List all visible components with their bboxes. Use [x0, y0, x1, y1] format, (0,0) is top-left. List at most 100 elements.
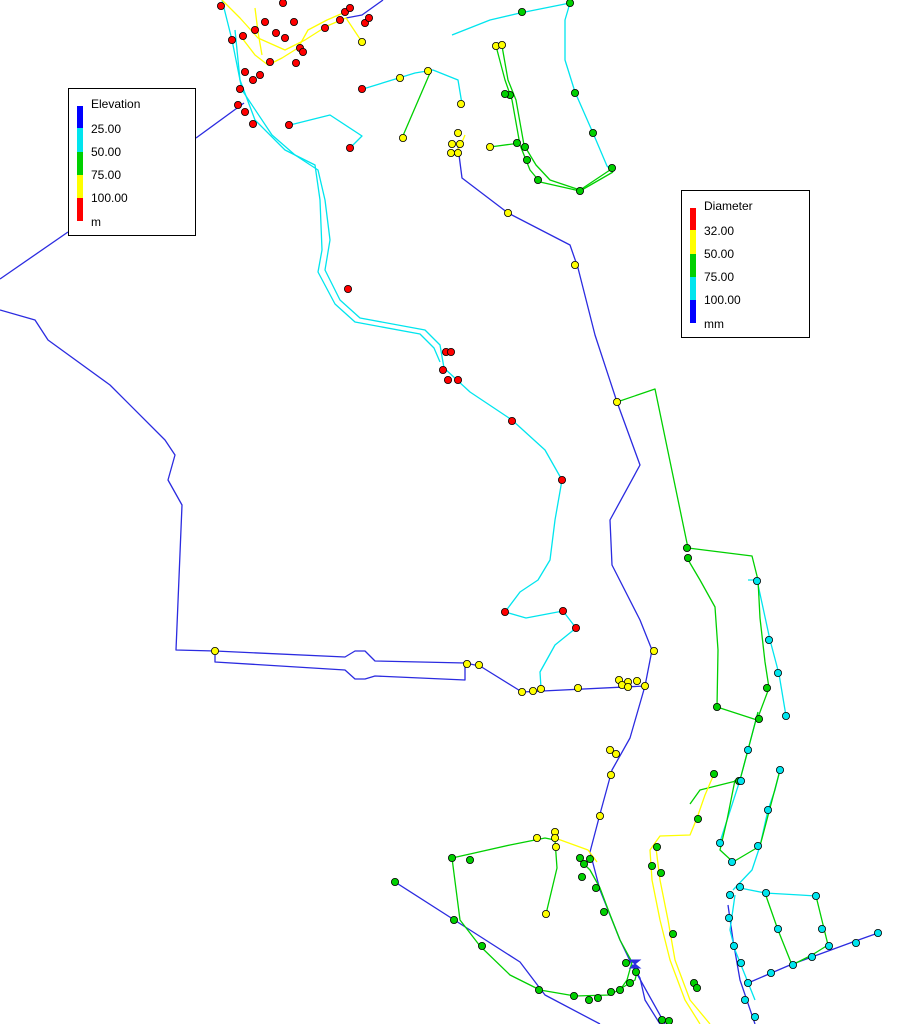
blue-pipe[interactable] — [0, 309, 523, 693]
red-junction-node[interactable] — [438, 365, 447, 374]
yellow-junction-node[interactable] — [474, 661, 483, 670]
cyan-junction-node[interactable] — [737, 959, 746, 968]
cyan-junction-node[interactable] — [751, 1013, 760, 1022]
green-junction-node[interactable] — [518, 7, 527, 16]
yellow-junction-node[interactable] — [453, 128, 462, 137]
yellow-junction-node[interactable] — [542, 910, 551, 919]
green-junction-node[interactable] — [500, 90, 509, 99]
cyan-junction-node[interactable] — [825, 942, 834, 951]
red-junction-node[interactable] — [240, 68, 249, 77]
yellow-junction-node[interactable] — [485, 142, 494, 151]
red-junction-node[interactable] — [248, 76, 257, 85]
green-pipe[interactable] — [616, 388, 770, 721]
cyan-junction-node[interactable] — [812, 892, 821, 901]
green-junction-node[interactable] — [589, 128, 598, 137]
green-pipe[interactable] — [451, 837, 558, 915]
yellow-junction-node[interactable] — [497, 41, 506, 50]
green-junction-node[interactable] — [713, 703, 722, 712]
green-junction-node[interactable] — [763, 684, 772, 693]
yellow-junction-node[interactable] — [551, 834, 560, 843]
red-junction-node[interactable] — [572, 624, 581, 633]
yellow-junction-node[interactable] — [596, 812, 605, 821]
green-junction-node[interactable] — [576, 186, 585, 195]
green-pipe[interactable] — [501, 45, 611, 191]
green-junction-node[interactable] — [578, 873, 587, 882]
cyan-pipe[interactable] — [564, 2, 614, 173]
yellow-junction-node[interactable] — [398, 133, 407, 142]
blue-pipe[interactable] — [0, 231, 69, 280]
yellow-junction-node[interactable] — [456, 100, 465, 109]
blue-pipe[interactable] — [394, 881, 601, 1024]
cyan-junction-node[interactable] — [782, 712, 791, 721]
green-junction-node[interactable] — [586, 855, 595, 864]
red-junction-node[interactable] — [233, 101, 242, 110]
cyan-pipe[interactable] — [234, 29, 441, 363]
yellow-junction-node[interactable] — [537, 685, 546, 694]
green-junction-node[interactable] — [571, 89, 580, 98]
yellow-pipe[interactable] — [649, 773, 715, 1024]
red-junction-node[interactable] — [559, 607, 568, 616]
blue-pipe[interactable] — [214, 651, 466, 681]
red-junction-node[interactable] — [265, 58, 274, 67]
yellow-junction-node[interactable] — [533, 834, 542, 843]
yellow-junction-node[interactable] — [552, 843, 561, 852]
green-junction-node[interactable] — [694, 815, 703, 824]
red-junction-node[interactable] — [507, 416, 516, 425]
cyan-junction-node[interactable] — [774, 925, 783, 934]
cyan-junction-node[interactable] — [741, 996, 750, 1005]
red-junction-node[interactable] — [289, 17, 298, 26]
red-junction-node[interactable] — [284, 121, 293, 130]
valve-icon[interactable] — [628, 959, 642, 969]
green-junction-node[interactable] — [523, 155, 532, 164]
green-junction-node[interactable] — [683, 544, 692, 553]
cyan-pipe[interactable] — [443, 367, 577, 689]
red-junction-node[interactable] — [216, 2, 225, 10]
red-junction-node[interactable] — [227, 36, 236, 45]
red-junction-node[interactable] — [345, 143, 354, 152]
yellow-junction-node[interactable] — [571, 260, 580, 269]
cyan-pipe[interactable] — [451, 2, 571, 36]
cyan-junction-node[interactable] — [744, 746, 753, 755]
red-junction-node[interactable] — [250, 25, 259, 34]
cyan-junction-node[interactable] — [728, 858, 737, 867]
yellow-junction-node[interactable] — [446, 148, 455, 157]
red-junction-node[interactable] — [248, 120, 257, 129]
yellow-junction-node[interactable] — [607, 771, 616, 780]
green-junction-node[interactable] — [755, 715, 764, 724]
red-junction-node[interactable] — [357, 85, 366, 94]
green-junction-node[interactable] — [608, 163, 617, 172]
yellow-junction-node[interactable] — [210, 647, 219, 656]
cyan-junction-node[interactable] — [737, 777, 746, 786]
red-junction-node[interactable] — [280, 34, 289, 43]
blue-pipe[interactable] — [457, 146, 666, 1024]
green-junction-node[interactable] — [449, 916, 458, 925]
green-junction-node[interactable] — [513, 138, 522, 147]
cyan-junction-node[interactable] — [808, 953, 817, 962]
red-junction-node[interactable] — [558, 475, 567, 484]
cyan-junction-node[interactable] — [852, 939, 861, 948]
green-junction-node[interactable] — [465, 856, 474, 865]
green-junction-node[interactable] — [447, 854, 456, 863]
cyan-junction-node[interactable] — [716, 839, 725, 848]
green-pipe[interactable] — [495, 45, 614, 192]
cyan-pipe[interactable] — [732, 769, 781, 891]
green-junction-node[interactable] — [576, 854, 585, 863]
red-junction-node[interactable] — [335, 15, 344, 24]
cyan-pipe[interactable] — [289, 114, 363, 149]
green-junction-node[interactable] — [632, 968, 641, 977]
red-junction-node[interactable] — [364, 13, 373, 22]
green-junction-node[interactable] — [566, 0, 574, 7]
cyan-junction-node[interactable] — [754, 842, 763, 851]
green-junction-node[interactable] — [648, 862, 657, 871]
yellow-junction-node[interactable] — [650, 647, 659, 656]
red-junction-node[interactable] — [238, 32, 247, 41]
green-junction-node[interactable] — [622, 959, 631, 968]
cyan-junction-node[interactable] — [874, 929, 883, 938]
cyan-junction-node[interactable] — [726, 891, 735, 900]
yellow-junction-node[interactable] — [518, 688, 527, 697]
red-junction-node[interactable] — [255, 71, 264, 80]
cyan-junction-node[interactable] — [767, 969, 776, 978]
green-junction-node[interactable] — [653, 843, 662, 852]
green-junction-node[interactable] — [657, 869, 666, 878]
